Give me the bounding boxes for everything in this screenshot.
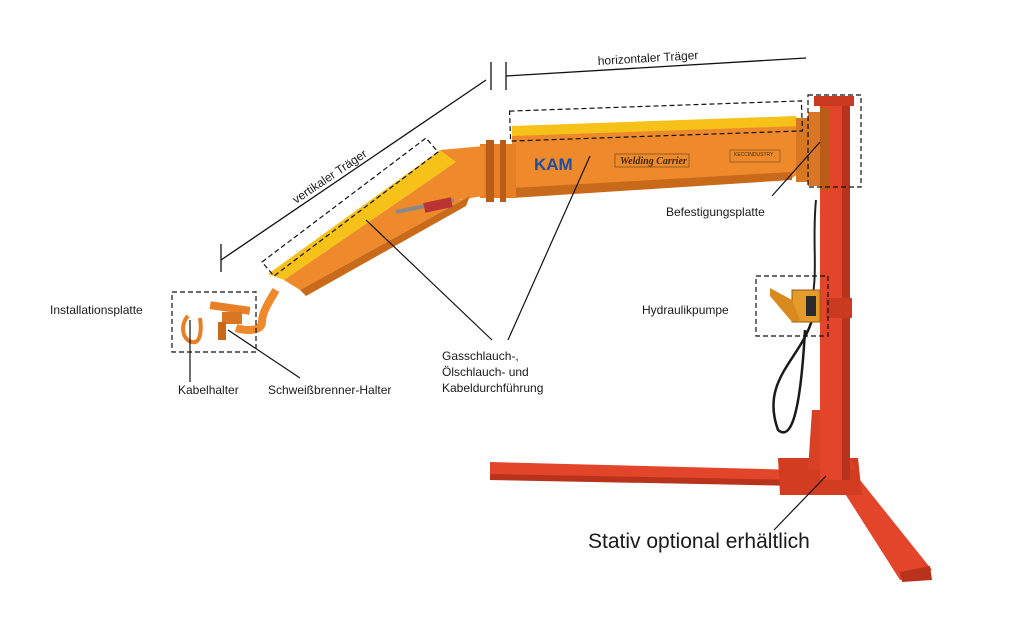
mounting-plate-box [807,94,862,188]
hydraulic-pump-box [755,275,829,337]
horizontal-beam-dimension [490,57,807,90]
vertical-beam-dimension [220,79,487,272]
hose-guide-label-line1: Gasschlauch-, [442,349,519,363]
mounting-plate-leader [771,141,821,197]
torch-arm [181,287,280,345]
stand [490,96,932,582]
horizontal-boom [512,116,812,198]
installation-plate-label: Installationsplatte [50,303,143,317]
stand-leader [773,475,827,531]
hose-guide-leader-1 [365,219,493,341]
product-sticker-frame [614,153,690,168]
vertical-beam-label: vertikaler Träger [290,146,370,206]
product-name: Welding Carrier [620,156,687,167]
installation-plate-box [171,291,257,353]
hose-guide-label-line2: Ölschlauch- und [442,365,529,379]
hose-guide-label-line3: Kabeldurchführung [442,381,543,395]
hose-guide-leader-2 [507,155,591,341]
hydraulic-pump-label: Hydraulikpumpe [642,303,729,317]
horizontal-boom-cover-box [508,100,804,142]
mounting-plate-label: Befestigungsplatte [666,205,765,219]
sticker-frame [729,149,781,163]
vertical-boom [268,150,470,296]
pivot-joint [440,140,516,202]
hydraulic-hose [772,319,814,434]
torch-holder-label: Schweißbrenner-Halter [268,383,391,397]
sticker-text: KECCINDUSTRY [734,152,774,158]
cable-holder-label: Kabelhalter [178,383,239,397]
horizontal-beam-label: horizontaler Träger [597,48,698,68]
hydraulic-pump [770,288,821,323]
torch-holder-leader [227,329,301,379]
stand-optional-label: Stativ optional erhältlich [588,530,810,553]
vertical-boom-cover-box [261,137,439,277]
brand-logo: KAM [534,155,573,174]
